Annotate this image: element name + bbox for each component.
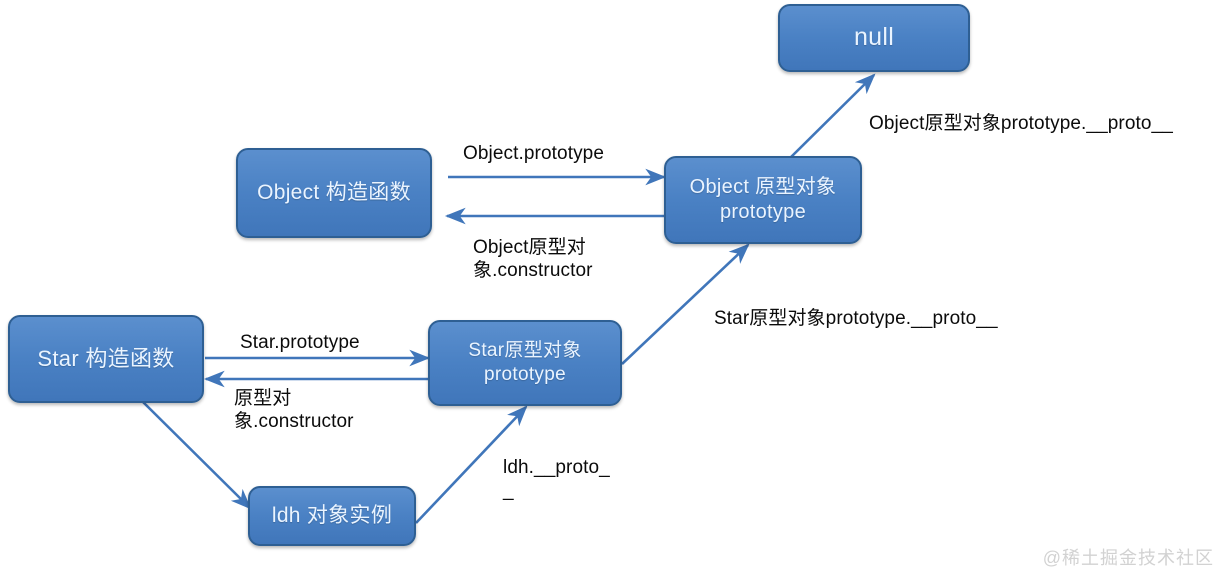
- node-null[interactable]: null: [778, 4, 970, 72]
- node-label: null: [853, 23, 895, 52]
- node-label: Object 构造函数: [257, 180, 411, 204]
- node-label: Star原型对象 prototype: [468, 340, 582, 385]
- node-star-constructor[interactable]: Star 构造函数: [8, 315, 204, 403]
- node-label: Object 原型对象 prototype: [689, 176, 837, 223]
- node-object-prototype[interactable]: Object 原型对象 prototype: [664, 156, 862, 244]
- label-star-proto-object: Star原型对象prototype.__proto__: [714, 308, 998, 329]
- edge-object-proto-null-edge: [786, 73, 876, 162]
- node-star-prototype[interactable]: Star原型对象 prototype: [428, 320, 622, 406]
- node-ldh-instance[interactable]: ldh 对象实例: [248, 486, 416, 546]
- node-object-constructor[interactable]: Object 构造函数: [236, 148, 432, 238]
- label-star-constructor: 原型对 象.constructor: [234, 388, 354, 433]
- node-label: Star 构造函数: [37, 346, 175, 372]
- label-object-prototype: Object.prototype: [463, 143, 605, 164]
- label-ldh-proto: ldh.__proto_ _: [503, 457, 610, 502]
- label-star-prototype: Star.prototype: [240, 332, 360, 353]
- watermark: @稀土掘金技术社区: [1042, 548, 1214, 568]
- label-object-proto-null: Object原型对象prototype.__proto__: [869, 113, 1173, 134]
- node-label: ldh 对象实例: [271, 503, 393, 527]
- edge-star-proto-object-proto-edge: [621, 243, 750, 365]
- label-object-constructor: Object原型对 象.constructor: [473, 237, 593, 282]
